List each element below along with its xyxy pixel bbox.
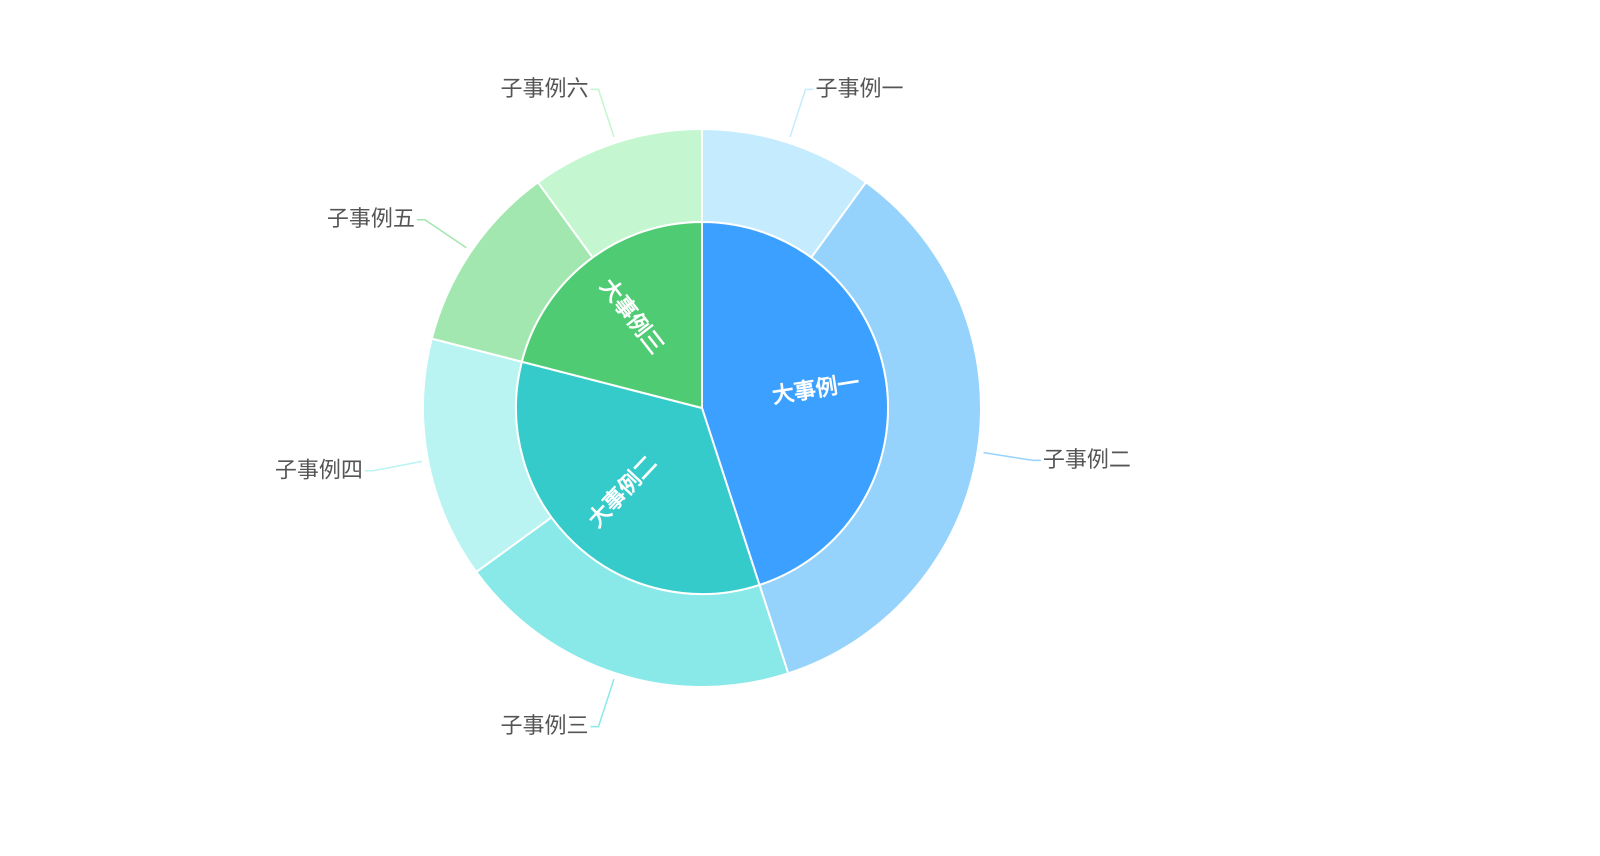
outer-slice-label-3: 子事例三 [500, 714, 588, 739]
outer-slice-label-1: 子事例一 [816, 77, 904, 102]
leader-line-3 [590, 678, 615, 728]
outer-slice-label-4: 子事例四 [275, 458, 363, 483]
inner-slice-2[interactable] [515, 360, 761, 595]
inner-slice-1[interactable] [701, 220, 889, 587]
inner-slice-3[interactable] [520, 220, 703, 410]
outer-slice-label-5: 子事例五 [327, 207, 415, 232]
leader-line-1 [789, 88, 814, 138]
leader-line-6 [590, 88, 615, 138]
leader-line-5 [416, 218, 467, 249]
leader-lines [364, 88, 1041, 728]
outer-ring [422, 127, 982, 688]
inner-ring [515, 220, 889, 595]
leader-line-2 [983, 451, 1041, 462]
outer-slice-label-6: 子事例六 [500, 77, 588, 102]
leader-line-4 [364, 460, 423, 472]
outer-slice-label-2: 子事例二 [1043, 448, 1131, 473]
